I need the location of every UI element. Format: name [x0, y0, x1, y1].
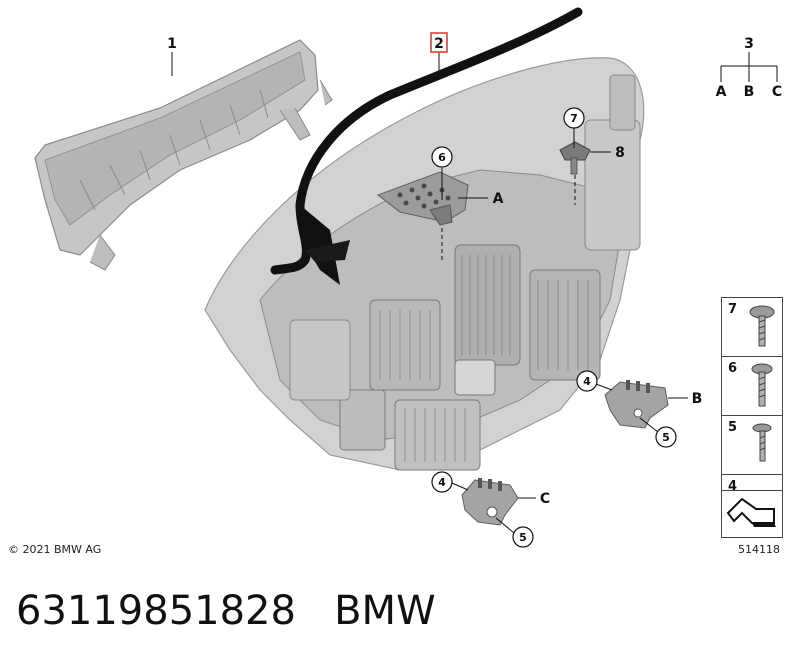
callout-3-a: A [716, 84, 727, 100]
callout-a: A [493, 191, 504, 207]
part-footer: 63119851828 BMW [16, 588, 436, 634]
callout-c: C [540, 491, 550, 507]
legend-item-seal [721, 490, 783, 538]
callout-7: 7 [570, 112, 578, 125]
callout-6: 6 [438, 151, 446, 164]
legend-item-6: 6 [721, 356, 783, 416]
callout-3-b: B [744, 84, 755, 100]
legend-number-5: 5 [728, 420, 738, 435]
callout-circle-7 [563, 107, 585, 129]
callout-circle-4-c [431, 471, 453, 493]
screw-5-icon [752, 423, 772, 462]
exploded-parts-diagram: 1 2 3 A B C 6 A 7 8 4 B 5 4 C 5 [34, 7, 782, 548]
screw-clip-7-8 [559, 141, 591, 175]
callout-circle-5-b [655, 426, 677, 448]
copyright-text: © 2021 BMW AG [8, 543, 102, 556]
legend-number-7: 7 [728, 302, 738, 317]
callout-circle-4-b [576, 370, 598, 392]
callout-4-b: 4 [583, 375, 591, 388]
seal-part-2 [270, 7, 583, 285]
legend-item-7: 7 [721, 297, 783, 357]
seal-profile-icon [726, 497, 776, 527]
highlight-box [430, 32, 448, 53]
callout-circle-5-c [512, 526, 534, 548]
headlight-housing [204, 57, 645, 471]
callout-circle-6 [431, 146, 453, 168]
callout-5-c: 5 [519, 531, 527, 544]
legend-item-5: 5 [721, 415, 783, 475]
callout-3-c: C [772, 84, 782, 100]
legend-number-6: 6 [728, 361, 738, 376]
callout-b: B [692, 391, 703, 407]
part-number: 63119851828 [16, 588, 296, 634]
cover-part-1 [34, 39, 333, 271]
callout-5-b: 5 [662, 431, 670, 444]
diagram-id: 514118 [738, 543, 780, 556]
brand-name: BMW [334, 588, 436, 634]
screw-7-icon [749, 305, 775, 347]
bracket-b [604, 380, 669, 429]
callout-1: 1 [167, 36, 177, 52]
bracket-c [461, 478, 519, 526]
callout-2: 2 [434, 36, 444, 52]
callout-3: 3 [744, 36, 754, 52]
bracket-a [376, 171, 469, 226]
screw-6-icon [751, 363, 773, 407]
callout-8: 8 [615, 145, 625, 161]
callout-4-c: 4 [438, 476, 446, 489]
legend-number-4: 4 [728, 479, 738, 494]
leader-lines [171, 52, 778, 534]
